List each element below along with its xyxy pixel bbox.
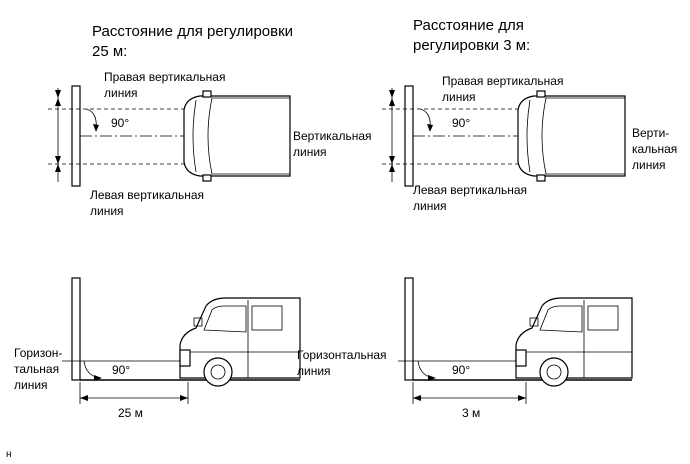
right-header-line1: Расстояние для — [413, 17, 524, 34]
left-side-horizontal-label-1: Горизон- — [14, 346, 62, 360]
right-side-horizontal-label-1: Горизонтальная — [297, 348, 387, 362]
left-distance-label: 25 м — [118, 406, 143, 420]
right-panel: Расстояние для регулировки 3 м: 90° Прав… — [297, 17, 677, 420]
right-top-left-line-label-2: линия — [413, 199, 447, 213]
right-top-center-label-2: кальная — [632, 142, 677, 156]
left-top-left-line-label-2: линия — [90, 204, 124, 218]
right-side-horizontal-label-2: линия — [297, 364, 331, 378]
right-side-angle-label: 90° — [452, 363, 470, 377]
right-top-van — [517, 90, 626, 182]
left-side-horizontal-label-2: тальная — [14, 362, 59, 376]
left-top-center-label-1: Вертикальная — [293, 129, 372, 143]
right-top-right-line-label-2: линия — [442, 90, 476, 104]
left-panel: Расстояние для регулировки 25 м: 90° Пра… — [14, 23, 372, 420]
right-side-angle-arc — [417, 360, 435, 379]
footer-code: н — [6, 449, 12, 460]
left-top-right-line-label-2: линия — [104, 86, 138, 100]
left-top-center-label-2: линия — [293, 145, 327, 159]
left-top-van — [183, 90, 291, 182]
right-top-angle-label: 90° — [452, 116, 470, 130]
right-side-screen-wall — [404, 277, 414, 381]
left-side-angle-label: 90° — [112, 363, 130, 377]
left-top-left-line-label-1: Левая вертикальная — [90, 188, 204, 202]
left-header-line2: 25 м: — [92, 43, 127, 60]
right-top-left-line-label-1: Левая вертикальная — [413, 183, 527, 197]
right-header-line2: регулировки 3 м: — [413, 37, 530, 54]
right-distance-label: 3 м — [462, 406, 480, 420]
right-top-screen-wall — [404, 85, 414, 187]
left-top-right-line-label-1: Правая вертикальная — [104, 70, 225, 84]
left-top-angle-label: 90° — [111, 116, 129, 130]
left-top-screen-wall — [71, 85, 81, 187]
right-top-center-label-1: Верти- — [632, 126, 669, 140]
right-top-center-label-3: линия — [632, 158, 666, 172]
left-side-angle-arc — [83, 360, 101, 379]
left-side-screen-wall — [71, 277, 81, 381]
left-side-van — [179, 297, 301, 387]
right-side-van — [515, 297, 633, 387]
left-header-line1: Расстояние для регулировки — [92, 23, 293, 40]
right-top-right-line-label-1: Правая вертикальная — [442, 74, 563, 88]
left-side-horizontal-label-3: линия — [14, 378, 48, 392]
